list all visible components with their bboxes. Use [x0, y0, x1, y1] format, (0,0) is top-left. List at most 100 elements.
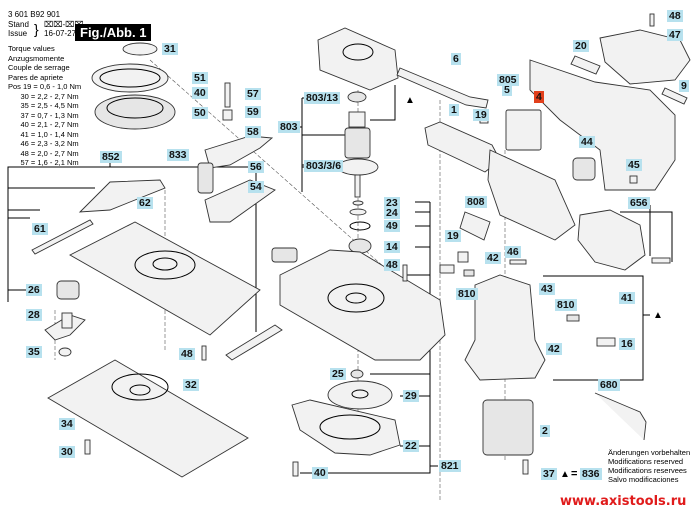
- base-plate-22: [291, 399, 401, 456]
- part-label-47[interactable]: 47: [667, 29, 683, 41]
- part-label-808[interactable]: 808: [465, 196, 487, 208]
- part-label-23[interactable]: 23: [384, 197, 400, 209]
- part-label-836[interactable]: 836: [580, 468, 602, 480]
- part-label-41[interactable]: 41: [619, 292, 635, 304]
- housing-shell: [529, 59, 676, 191]
- clip-833: [197, 162, 214, 194]
- screw-30: [84, 439, 91, 455]
- part-label-45[interactable]: 45: [626, 159, 642, 171]
- part-label-28[interactable]: 28: [26, 309, 42, 321]
- part-label-19[interactable]: 19: [473, 109, 489, 121]
- part-label-59[interactable]: 59: [245, 106, 261, 118]
- torque-title-es: Pares de apriete: [8, 72, 64, 82]
- part-label-40[interactable]: 40: [192, 87, 208, 99]
- spring-810: [463, 269, 580, 322]
- part-label-58[interactable]: 58: [245, 126, 261, 138]
- part-label-680[interactable]: 680: [598, 379, 620, 391]
- washers: [348, 200, 372, 254]
- part-label-803[interactable]: 803: [278, 121, 300, 133]
- screw-656: [651, 257, 671, 264]
- fan-cover: [317, 27, 399, 91]
- part-label-34[interactable]: 34: [59, 418, 75, 430]
- part-label-803-13[interactable]: 803/13: [304, 92, 341, 104]
- part-label-2[interactable]: 2: [540, 425, 550, 437]
- part-label-810[interactable]: 810: [555, 299, 577, 311]
- torque-row: 30 = 2,2 - 2,7 Nm: [8, 91, 79, 101]
- part-label-9[interactable]: 9: [679, 80, 689, 92]
- part-label-16[interactable]: 16: [619, 338, 635, 350]
- part-label-42[interactable]: 42: [546, 343, 562, 355]
- part-label-42[interactable]: 42: [485, 252, 501, 264]
- torque-title-de: Anzugsmomente: [8, 53, 65, 63]
- part-label-32[interactable]: 32: [183, 379, 199, 391]
- part-label-50[interactable]: 50: [192, 107, 208, 119]
- part-label-48[interactable]: 48: [384, 259, 400, 271]
- part-label-656[interactable]: 656: [628, 197, 650, 209]
- torque-row: 48 = 2,0 - 2,7 Nm: [8, 148, 79, 158]
- dust-ring-51: [91, 63, 169, 93]
- part-label-40[interactable]: 40: [312, 467, 328, 479]
- part-label-51[interactable]: 51: [192, 72, 208, 84]
- part-label-19[interactable]: 19: [445, 230, 461, 242]
- part-label-62[interactable]: 62: [137, 197, 153, 209]
- torque-title-fr: Couple de serrage: [8, 63, 70, 72]
- part-label-4-highlighted[interactable]: 4: [534, 91, 544, 103]
- part-label-24[interactable]: 24: [384, 207, 400, 219]
- hex-key-tube: [225, 324, 283, 361]
- part-label-61[interactable]: 61: [32, 223, 48, 235]
- label-9: [661, 87, 688, 105]
- part-label-22[interactable]: 22: [403, 440, 419, 452]
- part-label-35[interactable]: 35: [26, 346, 42, 358]
- part-label-44[interactable]: 44: [579, 136, 595, 148]
- part-label-56[interactable]: 56: [248, 161, 264, 173]
- torque-row: 41 = 1,0 - 1,4 Nm: [8, 129, 79, 139]
- label-808: [459, 211, 491, 241]
- cover-47: [599, 29, 691, 85]
- part-label-48[interactable]: 48: [179, 348, 195, 360]
- armature-803: [337, 111, 379, 198]
- part-label-20[interactable]: 20: [573, 40, 589, 52]
- watermark-url[interactable]: www.axistools.ru: [560, 494, 687, 509]
- part-label-821[interactable]: 821: [439, 460, 461, 472]
- part-label-810[interactable]: 810: [456, 288, 478, 300]
- part-label-6[interactable]: 6: [451, 53, 461, 65]
- cover-656: [577, 209, 646, 271]
- rod-61: [31, 219, 94, 255]
- triangle-marker-icon: ▲: [405, 95, 415, 106]
- field-coil-2: [482, 399, 534, 456]
- part-label-1[interactable]: 1: [449, 104, 459, 116]
- part-label-833[interactable]: 833: [167, 149, 189, 161]
- part-label-48[interactable]: 48: [667, 10, 683, 22]
- part-label-46[interactable]: 46: [505, 246, 521, 258]
- part-label-25[interactable]: 25: [330, 368, 346, 380]
- torque-row: 57 = 1,6 - 2,1 Nm: [8, 158, 79, 167]
- note-es: Salvo modificaciones: [608, 475, 679, 484]
- adapter-852: [78, 179, 166, 213]
- part-label-37[interactable]: 37: [541, 468, 557, 480]
- part-label-54[interactable]: 54: [248, 181, 264, 193]
- screw-57: [224, 82, 231, 108]
- issue-value: 16-07-27: [44, 29, 77, 38]
- part-label-26[interactable]: 26: [26, 284, 42, 296]
- part-label-803-3-6[interactable]: 803/3/6: [304, 160, 344, 172]
- part-label-29[interactable]: 29: [403, 390, 419, 402]
- note-fr: Modifications reservees: [608, 466, 687, 475]
- part-label-852[interactable]: 852: [100, 151, 122, 163]
- part-label-43[interactable]: 43: [539, 283, 555, 295]
- part-label-5[interactable]: 5: [502, 84, 512, 96]
- screw-48-top: [649, 13, 655, 27]
- brush-16: [596, 337, 616, 347]
- part-label-14[interactable]: 14: [384, 241, 400, 253]
- part-label-805[interactable]: 805: [497, 74, 519, 86]
- base-plate-top: [69, 221, 261, 336]
- hex-key-680: [594, 392, 647, 441]
- seal-ring-31: [122, 42, 158, 56]
- part-label-49[interactable]: 49: [384, 220, 400, 232]
- gear-housing: [271, 247, 446, 361]
- part-label-30[interactable]: 30: [59, 446, 75, 458]
- eccentric-28: [44, 312, 86, 341]
- part-label-57[interactable]: 57: [245, 88, 261, 100]
- part-label-31[interactable]: 31: [162, 43, 178, 55]
- screw-48-left: [201, 345, 207, 361]
